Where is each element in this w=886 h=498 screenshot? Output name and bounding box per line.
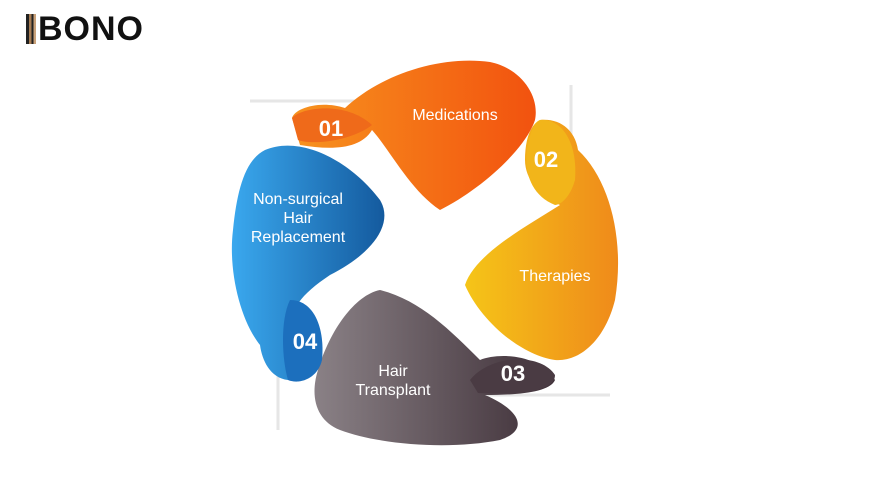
step-label: Medications	[412, 107, 497, 124]
step-label-line-2: Hair	[283, 210, 313, 227]
logo-text: BONO	[38, 10, 144, 48]
step-number: 01	[319, 116, 343, 141]
step-label-line-1: Non-surgical	[253, 191, 343, 208]
step-label-line-2: Transplant	[356, 382, 432, 399]
step-label: Therapies	[519, 268, 590, 285]
step-label-line-1: Hair	[378, 363, 408, 380]
step-number: 03	[501, 361, 525, 386]
step-01-medications: 01 Medications	[292, 60, 536, 210]
step-label-line-3: Replacement	[251, 229, 346, 246]
step-03-hair-transplant: 03 Hair Transplant	[314, 290, 555, 446]
step-number: 04	[293, 329, 318, 354]
logo-mark	[26, 14, 36, 44]
bono-logo: BONO	[26, 10, 144, 48]
step-04-non-surgical-hair-replacement: 04 Non-surgical Hair Replacement	[231, 145, 385, 382]
step-number: 02	[534, 147, 558, 172]
step-02-therapies: 02 Therapies	[465, 119, 619, 361]
